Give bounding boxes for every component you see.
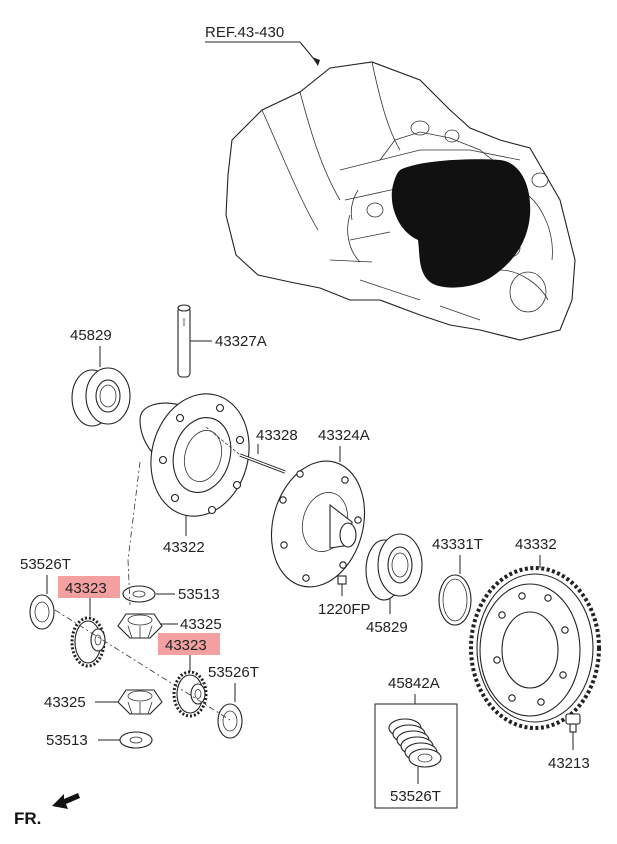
- assembly-centerlines: [54, 461, 231, 721]
- ref-label[interactable]: REF.43-430: [205, 24, 284, 41]
- pinion-gear-bottom[interactable]: 43325: [44, 689, 163, 715]
- highlight-side-gear-bottom: [158, 633, 220, 655]
- label-washer-right[interactable]: 53526T: [208, 664, 259, 681]
- label-kit-washer[interactable]: 53526T: [390, 788, 441, 805]
- highlight-side-gear-top: [58, 576, 120, 598]
- label-washer-left[interactable]: 53526T: [20, 556, 71, 573]
- label-case-cover[interactable]: 43324A: [318, 427, 370, 444]
- label-shaft[interactable]: 43327A: [215, 333, 267, 350]
- label-pinion-top[interactable]: 43325: [180, 616, 222, 633]
- label-small-bolt[interactable]: 1220FP: [318, 601, 371, 618]
- pinion-shaft[interactable]: 43327A: [177, 304, 267, 378]
- front-arrow-icon: [52, 793, 80, 809]
- small-bolt[interactable]: 1220FP: [318, 575, 371, 618]
- case-cover[interactable]: 43324A: [258, 427, 378, 597]
- label-bearing-right[interactable]: 45829: [366, 619, 408, 636]
- washer-left[interactable]: 53526T: [20, 556, 71, 630]
- label-case[interactable]: 43322: [163, 539, 205, 556]
- ring-gear-bolt[interactable]: 43213: [548, 713, 590, 772]
- thrust-washer-bottom[interactable]: 53513: [46, 731, 153, 749]
- washer-stack: [388, 718, 442, 768]
- front-direction-indicator: FR.: [14, 793, 80, 828]
- washer-right[interactable]: 53526T: [208, 664, 259, 739]
- fr-label: FR.: [14, 809, 41, 828]
- label-side-gear-top[interactable]: 43323: [65, 580, 107, 597]
- transmission-housing: [225, 61, 576, 341]
- thrust-washer-top[interactable]: 53513: [122, 585, 220, 603]
- label-ring-bolt[interactable]: 43213: [548, 755, 590, 772]
- label-kit[interactable]: 45842A: [388, 675, 440, 692]
- label-snap-ring[interactable]: 43331T: [432, 536, 483, 553]
- ring-gear[interactable]: 43332: [469, 536, 601, 730]
- washer-kit[interactable]: 45842A 53526T: [374, 675, 458, 809]
- housing-opening: [391, 159, 531, 288]
- arrow-head-icon: [312, 57, 320, 66]
- lock-pin[interactable]: 43328: [205, 426, 298, 474]
- bearing-right[interactable]: 45829: [365, 533, 423, 636]
- ref-callout[interactable]: REF.43-430: [205, 24, 320, 66]
- label-thrust-washer-bottom[interactable]: 53513: [46, 732, 88, 749]
- label-pin[interactable]: 43328: [256, 427, 298, 444]
- side-gear-bottom[interactable]: 43323: [158, 633, 220, 718]
- label-bearing-left[interactable]: 45829: [70, 327, 112, 344]
- label-ring-gear[interactable]: 43332: [515, 536, 557, 553]
- bearing-left[interactable]: 45829: [70, 327, 131, 427]
- label-thrust-washer-top[interactable]: 53513: [178, 586, 220, 603]
- label-side-gear-bottom[interactable]: 43323: [165, 637, 207, 654]
- label-pinion-bottom[interactable]: 43325: [44, 694, 86, 711]
- snap-ring[interactable]: 43331T: [432, 536, 483, 626]
- differential-case[interactable]: 43322: [138, 383, 263, 556]
- side-gear-top[interactable]: 43323: [58, 576, 120, 668]
- pinion-gear-top[interactable]: 43325: [117, 613, 222, 639]
